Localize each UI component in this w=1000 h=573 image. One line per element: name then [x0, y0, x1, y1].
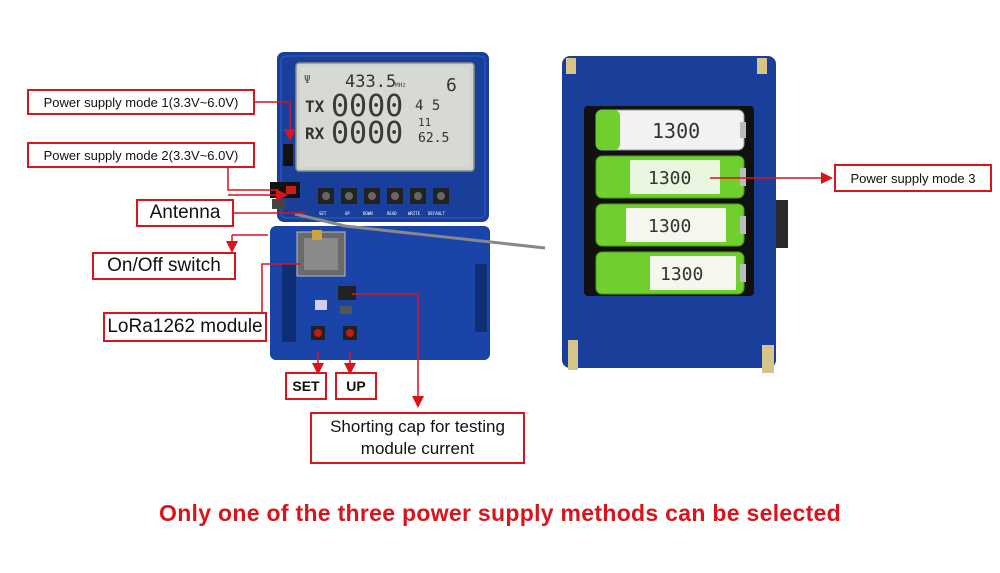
callout-shorting-cap: Shorting cap for testing module current	[310, 412, 525, 464]
svg-text:DOWN: DOWN	[363, 211, 373, 216]
lcd-pwr: 6	[446, 75, 457, 96]
board-buttons: SET UP DOWN READ WRITE DEFAULT	[318, 188, 449, 216]
svg-text:DEFAULT: DEFAULT	[428, 211, 445, 216]
svg-text:1300: 1300	[660, 264, 703, 285]
board-button-up: UP	[341, 188, 357, 216]
board-button-down: DOWN	[363, 188, 380, 216]
board-button-read: READ	[387, 188, 403, 216]
lcd-tx-digits: 0000	[331, 89, 403, 124]
lcd-rx-digits: 0000	[331, 116, 403, 151]
battery-2: 1300	[595, 155, 746, 199]
lcd-display: Ψ 433.5 MHz 6 TX 0000 4 5 RX 0000 11 62.…	[295, 62, 475, 172]
lcd-sf: 4 5	[415, 98, 440, 114]
lcd-percent: 62.5	[418, 131, 449, 146]
callout-on-off-switch: On/Off switch	[92, 252, 236, 280]
battery-holder	[584, 106, 754, 296]
lcd-antenna-icon: Ψ	[304, 73, 311, 86]
lcd-rx-label: RX	[305, 124, 325, 143]
lora-module-board	[270, 226, 490, 360]
callout-set-button: SET	[285, 372, 327, 400]
lcd-bw: 11	[418, 116, 431, 129]
callout-lora-module: LoRa1262 module	[103, 312, 267, 342]
callout-up-button: UP	[335, 372, 377, 400]
svg-text:READ: READ	[387, 211, 397, 216]
callout-power-mode-1: Power supply mode 1(3.3V~6.0V)	[27, 89, 255, 115]
svg-text:1300: 1300	[652, 119, 700, 143]
board-button-set: SET	[318, 188, 334, 216]
battery-4: 1300	[595, 251, 746, 295]
footer-note: Only one of the three power supply metho…	[159, 500, 841, 526]
callout-shorting-cap-line1: Shorting cap for testing	[330, 417, 505, 436]
callout-power-mode-2: Power supply mode 2(3.3V~6.0V)	[27, 142, 255, 168]
battery-1: 1300	[595, 109, 746, 151]
lcd-freq-unit: MHz	[395, 82, 406, 89]
svg-text:1300: 1300	[648, 168, 691, 189]
svg-text:UP: UP	[345, 211, 350, 216]
callout-antenna: Antenna	[136, 199, 234, 227]
svg-text:SET: SET	[319, 211, 327, 216]
callout-power-mode-3: Power supply mode 3	[834, 164, 992, 192]
callout-shorting-cap-line2: module current	[360, 439, 475, 458]
leader-lines	[226, 101, 833, 408]
antenna-wire	[344, 224, 546, 250]
lcd-freq: 433.5	[345, 72, 396, 92]
svg-text:WRITE: WRITE	[408, 211, 421, 216]
svg-text:1300: 1300	[648, 216, 691, 237]
battery-3: 1300	[595, 203, 746, 247]
board-button-default: DEFAULT	[428, 188, 449, 216]
board-button-write: WRITE	[408, 188, 426, 216]
lcd-tx-label: TX	[305, 97, 325, 116]
